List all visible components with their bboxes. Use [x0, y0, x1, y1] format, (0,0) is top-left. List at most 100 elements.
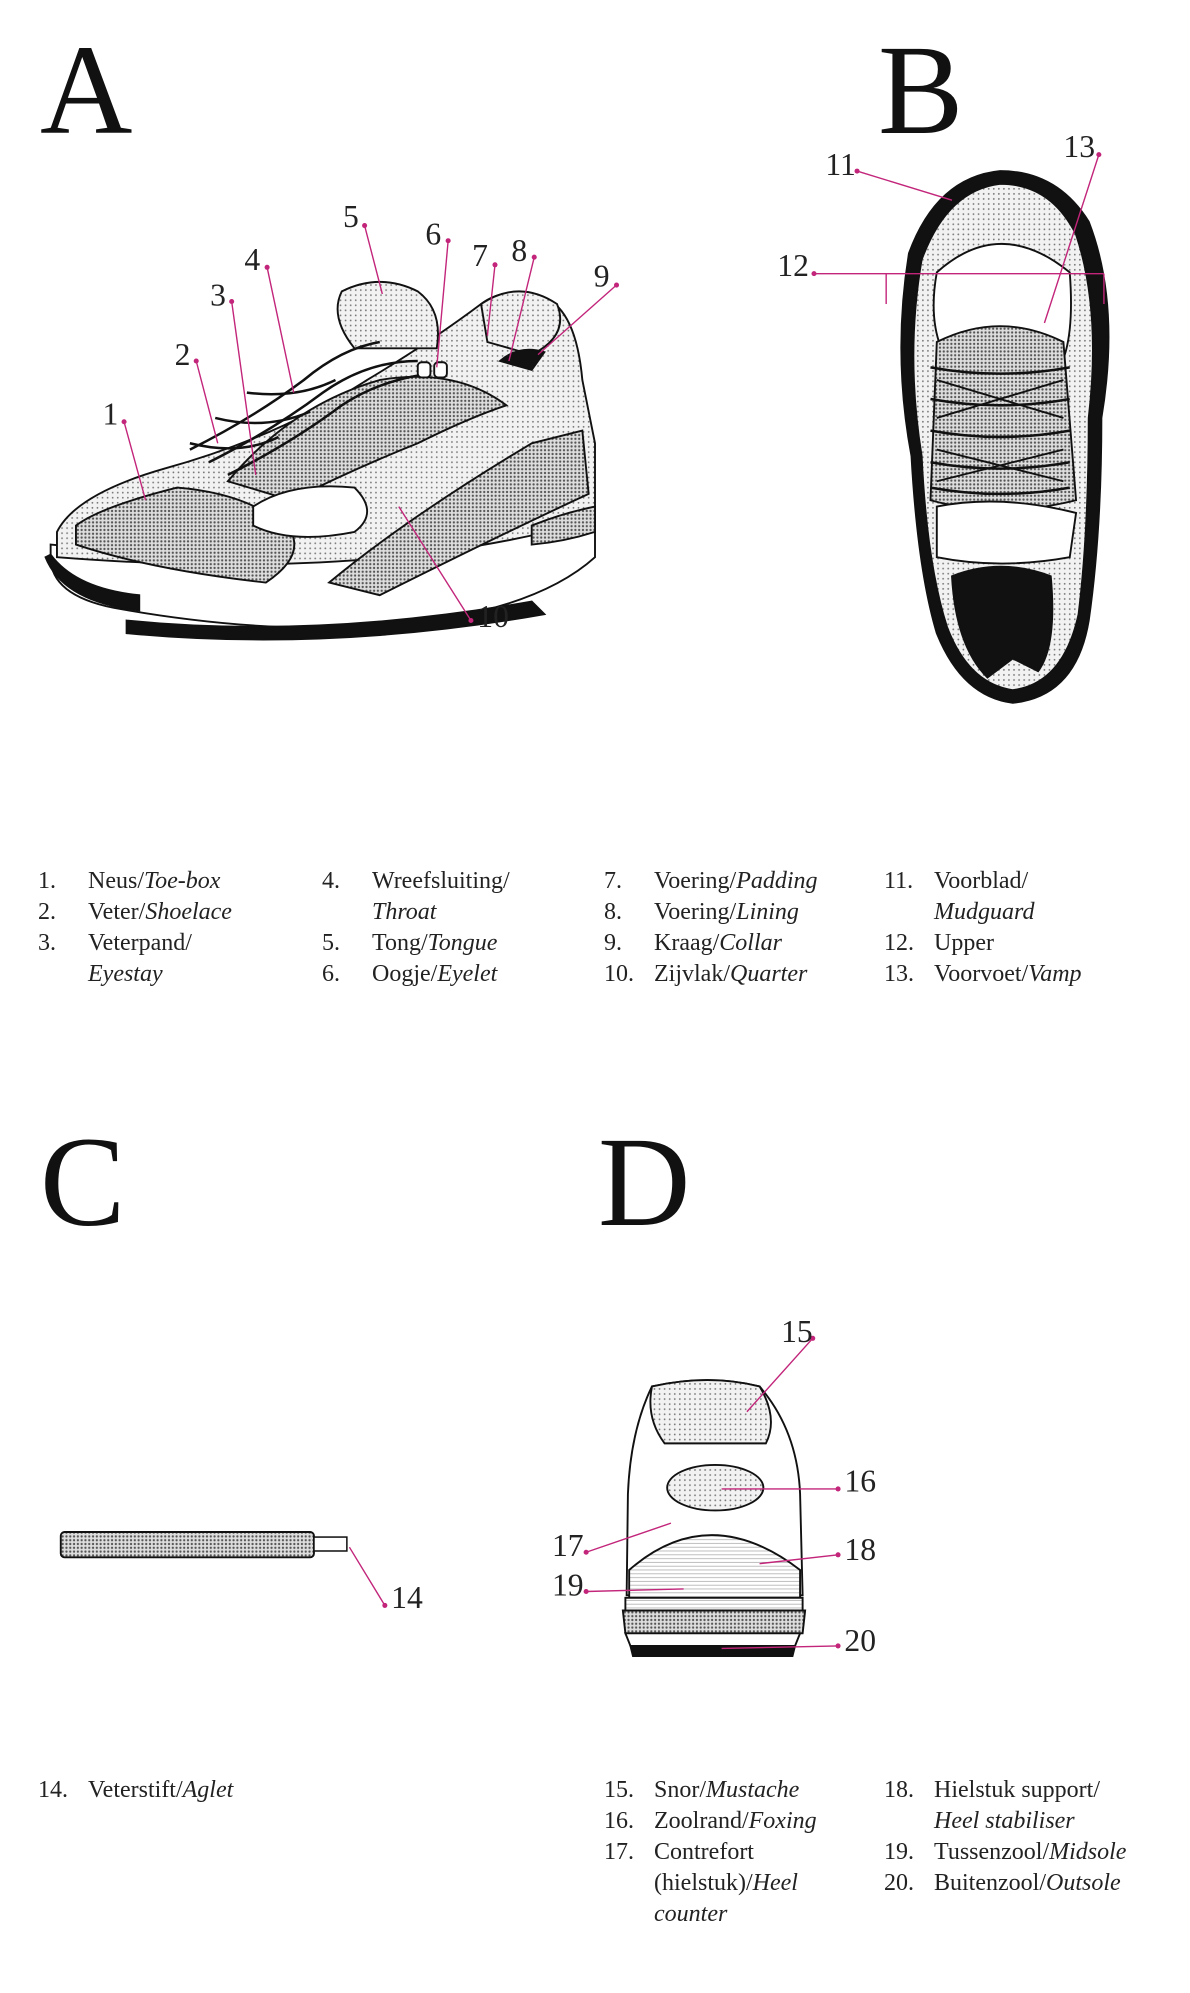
legend-text: Eyelet: [437, 961, 498, 987]
callout-9: 9: [594, 258, 610, 293]
legend-number: 12.: [884, 930, 914, 956]
legend-text: Voering/Padding: [654, 866, 818, 897]
legend-number: 4.: [322, 868, 340, 894]
legend-text: Oogje/: [372, 961, 438, 987]
legend-number: 6.: [322, 961, 340, 987]
legend-text: counter: [654, 1901, 728, 1927]
legend-text: Zoolrand/Foxing: [654, 1806, 817, 1837]
section-letter-d: D: [598, 1111, 691, 1253]
legend-number: 14.: [38, 1777, 68, 1803]
legend-text: Midsole: [1049, 1839, 1127, 1865]
legend-number: 11.: [884, 868, 914, 894]
legend-text: Tussenzool/Midsole: [934, 1837, 1126, 1868]
legend-number: 2.: [38, 899, 56, 925]
callout-5: 5: [343, 199, 359, 234]
shoe-side-view: [44, 280, 596, 641]
legend-text: Kraag/Collar: [654, 928, 782, 959]
callout-15: 15: [781, 1314, 813, 1349]
legend-number: 5.: [322, 930, 340, 956]
shoe-rear-view: [621, 1379, 807, 1658]
legend-text: Neus/Toe-box: [88, 866, 220, 897]
legend-text: Voering/: [654, 899, 737, 925]
legend-number: 7.: [604, 868, 622, 894]
legend-text: Upper: [934, 930, 994, 956]
callout-dots: [121, 152, 1102, 1649]
shoelace: [59, 1531, 348, 1559]
section-letter-b: B: [878, 19, 964, 161]
legend-text: Voorvoet/Vamp: [934, 959, 1082, 990]
legend-text: Veterpand/: [88, 930, 192, 956]
section-letter-a: A: [40, 19, 133, 161]
legend-text: Snor/Mustache: [654, 1775, 799, 1806]
legend-text: Heel stabiliser: [934, 1808, 1075, 1834]
legend-text: Aglet: [182, 1777, 234, 1803]
legend-text: Zijvlak/: [654, 961, 730, 987]
callout-10: 10: [477, 599, 509, 634]
legend-text: Throat: [372, 899, 437, 925]
legend-number: 16.: [604, 1808, 634, 1834]
legend-text: Heel: [752, 1870, 798, 1896]
legend-text: Veter/Shoelace: [88, 897, 232, 928]
legend-text: Foxing: [748, 1808, 817, 1834]
section-letter-c: C: [40, 1111, 126, 1253]
callout-4: 4: [244, 242, 260, 277]
legend-text: Oogje/Eyelet: [372, 959, 497, 990]
legend-text: Contrefort: [654, 1839, 754, 1865]
legend-text: Lining: [736, 899, 799, 925]
legend-text: Mustache: [706, 1777, 800, 1803]
legend-text: (hielstuk)/Heel: [654, 1868, 798, 1899]
legend-number: 8.: [604, 899, 622, 925]
legend-text: Buitenzool/: [934, 1870, 1046, 1896]
legend-text: (hielstuk)/: [654, 1870, 753, 1896]
legend-text: Voorblad/: [934, 868, 1029, 894]
legend-text: Zijvlak/Quarter: [654, 959, 807, 990]
legend-text: Tong/Tongue: [372, 928, 497, 959]
legend-text: Toe-box: [144, 868, 221, 894]
callout-12: 12: [777, 248, 809, 283]
callout-13: 13: [1063, 129, 1095, 164]
callout-18: 18: [844, 1532, 876, 1567]
callout-1: 1: [103, 396, 119, 431]
legend-text: Voering/: [654, 868, 737, 894]
callout-19: 19: [552, 1567, 584, 1602]
legend-text: Veter/: [88, 899, 146, 925]
callout-11: 11: [825, 147, 855, 182]
legend-number: 13.: [884, 961, 914, 987]
callout-7: 7: [472, 238, 488, 273]
legend-text: Hielstuk support/: [934, 1777, 1100, 1803]
legend-number: 19.: [884, 1839, 914, 1865]
legend-text: Collar: [719, 930, 782, 956]
callout-16: 16: [844, 1463, 876, 1498]
legend-number: 10.: [604, 961, 634, 987]
callout-20: 20: [844, 1623, 876, 1658]
legend-text: Mudguard: [934, 899, 1035, 925]
legend-number: 15.: [604, 1777, 634, 1803]
legend-text: Shoelace: [145, 899, 232, 925]
callout-leader-lines: [123, 154, 1105, 1650]
legend-text: Veterstift/: [88, 1777, 183, 1803]
legend-text: Kraag/: [654, 930, 720, 956]
legend-text: Eyestay: [88, 961, 163, 987]
legend-text: Snor/: [654, 1777, 707, 1803]
legend-text: Vamp: [1028, 961, 1082, 987]
legend-text: Outsole: [1045, 1870, 1121, 1896]
legend-text: Neus/: [88, 868, 144, 894]
legend-number: 1.: [38, 868, 56, 894]
legend-number: 3.: [38, 930, 56, 956]
shoe-top-view: [900, 170, 1110, 704]
legend-number: 18.: [884, 1777, 914, 1803]
legend-text: Tussenzool/: [934, 1839, 1050, 1865]
callout-8: 8: [511, 233, 527, 268]
legend-text: Padding: [736, 868, 818, 894]
callout-14: 14: [391, 1580, 423, 1615]
legend-text: Wreefsluiting/: [372, 868, 510, 894]
legend-text: Veterstift/Aglet: [88, 1775, 233, 1806]
legend-number: 20.: [884, 1870, 914, 1896]
legend-number: 9.: [604, 930, 622, 956]
callout-3: 3: [210, 277, 226, 312]
legend-text: Tong/: [372, 930, 428, 956]
legend-text: Zoolrand/: [654, 1808, 749, 1834]
callout-2: 2: [175, 337, 191, 372]
callout-17: 17: [552, 1528, 584, 1563]
